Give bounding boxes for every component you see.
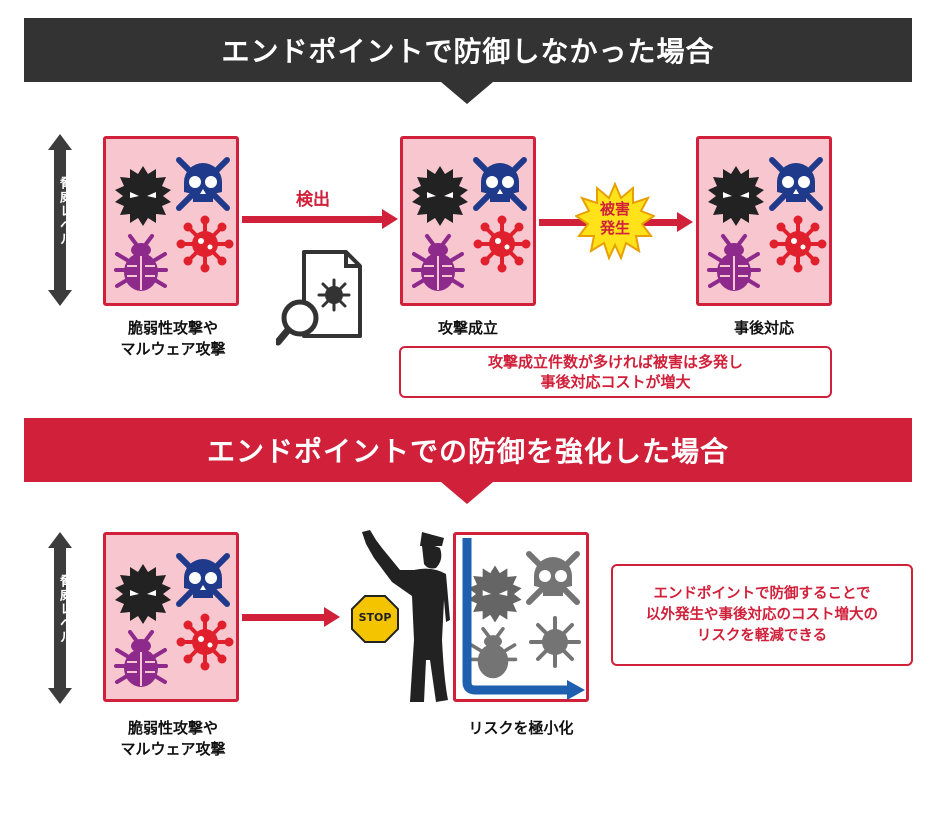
caption-attacks-bottom: 脆弱性攻撃や マルウェア攻撃 bbox=[120, 719, 226, 758]
virus-icon bbox=[115, 564, 171, 624]
threat-box-minimized bbox=[453, 532, 589, 702]
threat-box-initial bbox=[103, 136, 239, 306]
threat-level-axis-bottom: 脅威レベル bbox=[40, 532, 80, 704]
virus-icon bbox=[412, 166, 468, 226]
bottom-banner-pointer bbox=[441, 482, 493, 504]
bottom-note-line3: リスクを軽減できる bbox=[696, 627, 828, 644]
damage-burst-badge: 被害 発生 bbox=[575, 182, 655, 262]
germ-icon bbox=[471, 213, 533, 275]
bug-icon bbox=[114, 630, 168, 689]
germ-icon bbox=[767, 213, 829, 275]
threat-level-axis: 脅威レベル bbox=[40, 134, 80, 306]
top-banner-pointer bbox=[441, 82, 493, 104]
top-note-line2: 事後対応コストが増大 bbox=[540, 373, 691, 391]
virus-icon bbox=[708, 166, 764, 226]
caption-attack-success: 攻撃成立 bbox=[437, 319, 498, 337]
top-banner: エンドポイントで防御しなかった場合 bbox=[24, 18, 912, 82]
stop-sign: STOP bbox=[351, 595, 399, 643]
detect-arrow bbox=[242, 216, 384, 223]
skull-icon bbox=[476, 160, 524, 208]
germ-icon bbox=[174, 611, 236, 673]
bottom-banner: エンドポイントでの防御を強化した場合 bbox=[24, 418, 912, 482]
detect-arrow-head bbox=[382, 209, 398, 229]
top-note-line1: 攻撃成立件数が多ければ被害は多発し bbox=[487, 353, 743, 371]
damage-arrow-head bbox=[677, 212, 693, 232]
caption-response: 事後対応 bbox=[733, 319, 794, 337]
block-arrow bbox=[242, 614, 326, 621]
threat-level-label-bottom: 脅威レベル bbox=[57, 574, 72, 644]
skull-icon bbox=[772, 160, 820, 208]
bottom-note-line2: 以外発生や事後対応のコスト増大の bbox=[646, 606, 878, 623]
block-arrow-head bbox=[324, 607, 340, 627]
scan-document-icon bbox=[276, 250, 362, 346]
bottom-banner-title: エンドポイントでの防御を強化した場合 bbox=[206, 435, 729, 468]
threat-box-response bbox=[696, 136, 832, 306]
virus-icon bbox=[115, 166, 171, 226]
top-note: 攻撃成立件数が多ければ被害は多発し 事後対応コストが増大 bbox=[399, 346, 832, 398]
bottom-note-line1: エンドポイントで防御することで bbox=[653, 585, 871, 602]
bottom-note: エンドポイントで防御することで 以外発生や事後対応のコスト増大の リスクを軽減で… bbox=[611, 564, 913, 666]
damage-burst-text: 被害 発生 bbox=[599, 200, 630, 237]
detect-label: 検出 bbox=[296, 190, 330, 210]
germ-icon bbox=[174, 213, 236, 275]
threat-box-attack-success bbox=[400, 136, 536, 306]
skull-icon bbox=[179, 556, 227, 604]
stop-sign-text: STOP bbox=[358, 611, 392, 624]
bug-icon bbox=[114, 234, 168, 293]
threat-level-label: 脅威レベル bbox=[57, 176, 72, 246]
caption-attacks-top: 脆弱性攻撃や マルウェア攻撃 bbox=[120, 319, 226, 358]
caption-minimize: リスクを極小化 bbox=[468, 719, 574, 737]
threat-box-initial-bottom bbox=[103, 532, 239, 702]
skull-icon bbox=[179, 160, 227, 208]
guard-silhouette-icon bbox=[362, 530, 450, 702]
bug-icon bbox=[411, 234, 465, 293]
bug-icon bbox=[707, 234, 761, 293]
top-banner-title: エンドポイントで防御しなかった場合 bbox=[221, 35, 715, 68]
